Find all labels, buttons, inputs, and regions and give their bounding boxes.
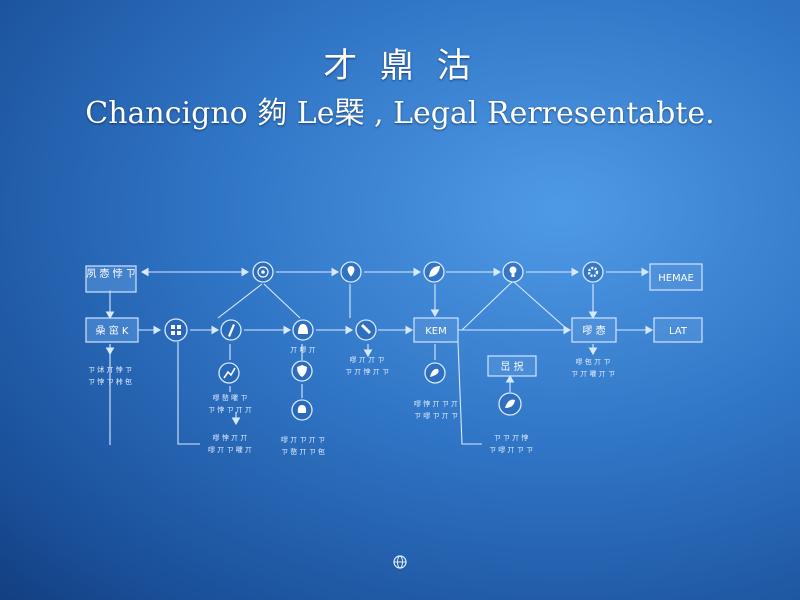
- node-right-mid-label: 嘐 悫: [582, 324, 605, 337]
- edge: [177, 342, 200, 445]
- globe-icon: [393, 555, 407, 569]
- label: 嘐 丌 ㄗ 嚯 丌: [208, 446, 252, 454]
- target-icon: [252, 261, 274, 283]
- label: ㄗ 丌 嚯 丌 ㄗ: [571, 370, 615, 378]
- chart-icon: [218, 362, 240, 384]
- node-center-mid-label: KEM: [425, 326, 447, 337]
- node-right-top: HЕМАE: [649, 263, 703, 291]
- hand-icon: [291, 399, 313, 421]
- node-top-left: 夙 悫 悖 ㄗ: [85, 265, 137, 293]
- node-right-top-label: HЕМАE: [658, 273, 694, 284]
- leaf-icon: [423, 261, 445, 283]
- node-left-mid-label: 喿 窋 K: [96, 324, 129, 337]
- label: ㄗ ㄗ 丌 悖: [494, 434, 529, 442]
- label: ㄗ 炢 丌 悖 ㄗ: [88, 365, 132, 374]
- bell-icon: [292, 319, 314, 341]
- node-lower-box-label: 旵 拀: [500, 361, 523, 373]
- node-right-mid: 嘐 悫: [571, 317, 617, 343]
- label: ㄗ 丌 悖 丌 ㄗ: [345, 368, 389, 376]
- page-title: Chancigno 夠 Le槩 , Legal Rerresentabte.: [85, 96, 715, 131]
- node-far-right-label: LAT: [669, 326, 688, 337]
- shield-icon: [498, 392, 522, 416]
- wrench-icon: [355, 319, 377, 341]
- clock-icon: [424, 362, 446, 384]
- label: ㄗ 嘐 丌 ㄗ ㄗ: [489, 446, 533, 454]
- label: ㄗ 嶅 丌 ㄗ 㐌: [281, 447, 325, 456]
- label: 嘐 悖 丌 丌: [213, 434, 248, 442]
- node-center-mid: KEM: [413, 317, 459, 343]
- node-left-mid: 喿 窋 K: [85, 317, 139, 343]
- label: ㄗ 悖 ㄗ 桛 㐌: [88, 377, 132, 386]
- grid-icon: [164, 318, 188, 342]
- gear-icon: [582, 261, 604, 283]
- label: 嘐 㐌 丌 ㄗ: [576, 357, 611, 366]
- edge: [461, 281, 513, 331]
- edge: [513, 281, 569, 331]
- edge: [217, 283, 263, 319]
- node-lower-box: 旵 拀: [487, 355, 537, 377]
- label: ㄗ 嘐 ㄗ 丌 ㄗ: [414, 412, 458, 420]
- labels: ㄗ 炢 丌 悖 ㄗ ㄗ 悖 ㄗ 桛 㐌 嘐 嶅 嚯 ㄗ ㄗ 悖 ㄗ 丌 丌 嘐 …: [88, 346, 615, 456]
- label: 嘐 丌 ㄗ 丌 ㄗ: [281, 436, 325, 444]
- edge: [457, 341, 482, 445]
- label: ㄗ 悖 ㄗ 丌 丌: [208, 406, 252, 414]
- bulb-icon: [502, 261, 524, 283]
- edge: [263, 283, 301, 319]
- node-far-right: LAT: [653, 317, 703, 343]
- label: 嘐 丌 丌 ㄗ: [350, 356, 385, 364]
- label: 嘐 悖 丌 ㄗ 丌: [414, 400, 458, 408]
- label: 嘐 嶅 嚯 ㄗ: [213, 393, 248, 402]
- pencil-icon: [220, 319, 242, 341]
- edges: [105, 267, 654, 445]
- page-title-chinese: 才 鼑 沽: [323, 46, 477, 86]
- label: 丌 嘐 丌: [290, 346, 315, 354]
- shield-icon: [291, 360, 313, 382]
- pin-icon: [340, 261, 362, 283]
- node-top-left-label: 夙 悫 悖 ㄗ: [86, 267, 136, 280]
